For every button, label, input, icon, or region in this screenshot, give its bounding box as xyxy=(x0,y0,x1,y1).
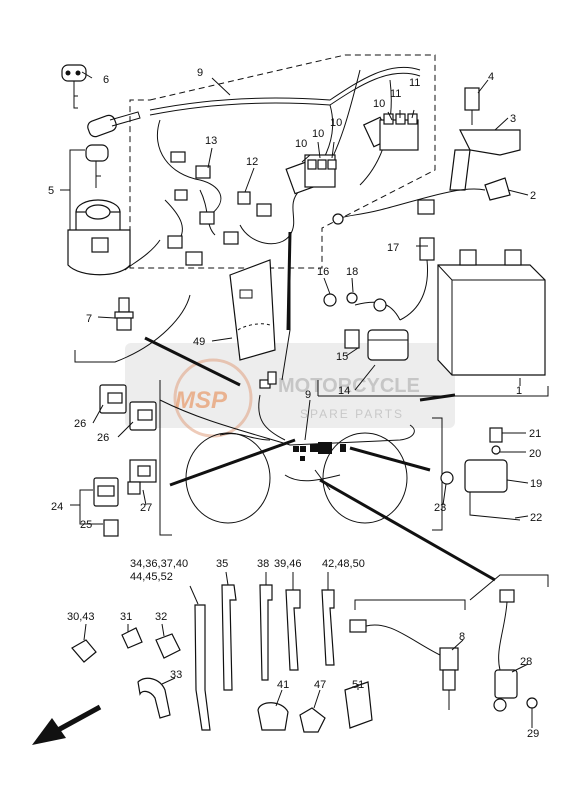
callout-18: 18 xyxy=(346,266,358,278)
clips xyxy=(71,627,373,733)
callout-16: 16 xyxy=(317,266,329,278)
callout-13: 13 xyxy=(205,135,217,147)
callout-29: 29 xyxy=(527,728,539,740)
ignition-switch xyxy=(67,111,141,276)
callout-42-48-50: 42,48,50 xyxy=(322,558,365,570)
fuse-holder-27 xyxy=(127,459,157,495)
callout-6: 6 xyxy=(103,74,109,86)
callout-35: 35 xyxy=(216,558,228,570)
callout-32: 32 xyxy=(155,611,167,623)
terminal-cover xyxy=(332,177,511,225)
callout-9-top: 9 xyxy=(197,67,203,79)
bolt xyxy=(114,297,134,331)
callout-38: 38 xyxy=(257,558,269,570)
callout-5: 5 xyxy=(48,185,54,197)
callout-34-line2: 44,45,52 xyxy=(130,571,173,583)
key-icon xyxy=(61,64,87,109)
watermark-line2: SPARE PARTS xyxy=(300,407,404,421)
callout-7: 7 xyxy=(86,313,92,325)
mounting-plate xyxy=(229,259,276,361)
callout-24: 24 xyxy=(51,501,63,513)
callout-19: 19 xyxy=(530,478,542,490)
watermark-brand: MSP xyxy=(175,387,228,414)
sensor-28 xyxy=(493,589,538,712)
harness-box-outline xyxy=(129,54,436,269)
section-dividers xyxy=(74,231,549,610)
callout-12: 12 xyxy=(246,156,258,168)
fuse-holder-24 xyxy=(93,477,119,537)
callout-34-line1: 34,36,37,40 xyxy=(130,558,188,570)
callout-3: 3 xyxy=(510,113,516,125)
callout-9-center: 9 xyxy=(305,389,311,401)
callout-11-a: 11 xyxy=(409,77,420,89)
callout-15: 15 xyxy=(336,351,348,363)
relay-26-pair xyxy=(99,384,157,431)
callout-30-43: 30,43 xyxy=(67,611,95,623)
callout-10-a: 10 xyxy=(373,98,385,110)
starter-relay xyxy=(323,292,409,361)
callout-47: 47 xyxy=(314,679,326,691)
callout-22: 22 xyxy=(530,512,542,524)
watermark: MSP MOTORCYCLE SPARE PARTS xyxy=(125,343,455,438)
callout-21: 21 xyxy=(529,428,541,440)
callout-10-b: 10 xyxy=(330,117,342,129)
callout-25: 25 xyxy=(80,519,92,531)
callout-31: 31 xyxy=(120,611,132,623)
battery-bracket xyxy=(449,87,521,191)
callout-10-d: 10 xyxy=(295,138,307,150)
battery xyxy=(437,249,546,376)
callout-33: 33 xyxy=(170,669,182,681)
callout-8: 8 xyxy=(459,631,465,643)
sensor-assembly xyxy=(440,427,521,521)
callout-4: 4 xyxy=(488,71,494,83)
relay-group-10 xyxy=(285,154,337,195)
cable-ties xyxy=(194,584,335,731)
callout-20: 20 xyxy=(529,448,541,460)
callout-49: 49 xyxy=(193,336,205,348)
callout-10-c: 10 xyxy=(312,128,324,140)
watermark-line1: MOTORCYCLE xyxy=(278,375,420,397)
callout-2: 2 xyxy=(530,190,536,202)
callout-labels: 6 9 4 3 2 5 7 11 11 10 10 10 10 13 12 17… xyxy=(48,67,542,740)
callout-11-b: 11 xyxy=(390,88,401,100)
sensor-8 xyxy=(349,619,459,710)
frame-wiring xyxy=(159,371,415,524)
callout-28: 28 xyxy=(520,656,532,668)
callout-27: 27 xyxy=(140,502,152,514)
leader-lines xyxy=(60,71,533,728)
callout-26-b: 26 xyxy=(97,432,109,444)
callout-1: 1 xyxy=(516,385,522,397)
harness-connectors xyxy=(167,151,272,266)
callout-26-a: 26 xyxy=(74,418,86,430)
relay-group-11 xyxy=(362,113,419,151)
direction-arrow-icon xyxy=(32,704,102,745)
callout-14: 14 xyxy=(338,385,350,397)
callout-17: 17 xyxy=(387,242,399,254)
callout-51: 51 xyxy=(352,679,364,691)
callout-39-46: 39,46 xyxy=(274,558,302,570)
callout-23: 23 xyxy=(434,502,446,514)
callout-41: 41 xyxy=(277,679,289,691)
